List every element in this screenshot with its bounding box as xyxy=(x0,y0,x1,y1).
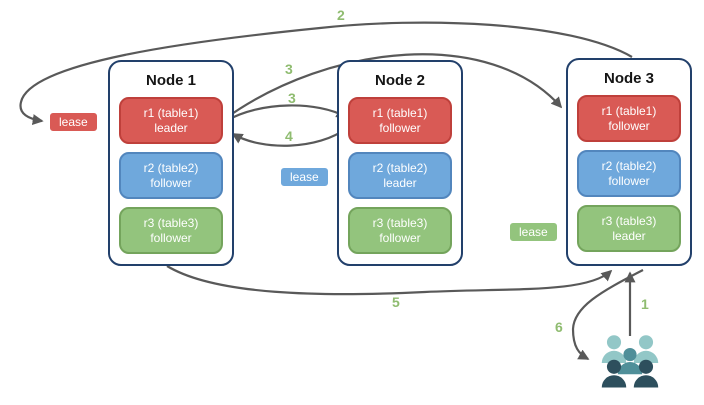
node-2-replica-r2: r2 (table2) leader xyxy=(348,152,452,199)
replica-name: r3 (table3) xyxy=(143,215,199,230)
node-3: Node 3 r1 (table1) follower r2 (table2) … xyxy=(566,58,692,266)
replica-name: r3 (table3) xyxy=(601,213,657,228)
replica-role: follower xyxy=(150,175,192,190)
replica-role: follower xyxy=(608,173,650,188)
replica-role: follower xyxy=(608,118,650,133)
node-1: Node 1 r1 (table1) leader r2 (table2) fo… xyxy=(108,60,234,266)
node-1-replica-r2: r2 (table2) follower xyxy=(119,152,223,199)
node-1-replica-r1: r1 (table1) leader xyxy=(119,97,223,144)
step-label-2: 2 xyxy=(337,7,345,23)
replica-role: follower xyxy=(379,230,421,245)
step-label-5: 5 xyxy=(392,294,400,310)
replica-name: r2 (table2) xyxy=(372,160,428,175)
node-2-replica-r3: r3 (table3) follower xyxy=(348,207,452,254)
step-label-3a: 3 xyxy=(285,61,293,77)
replica-name: r2 (table2) xyxy=(601,158,657,173)
replica-role: follower xyxy=(379,120,421,135)
replica-role: leader xyxy=(154,120,188,135)
lease-badge-r2: lease xyxy=(279,166,330,188)
arrow-step-3-to-node2 xyxy=(225,104,348,122)
node-3-title: Node 3 xyxy=(603,70,654,87)
step-label-6: 6 xyxy=(555,319,563,335)
node-2-title: Node 2 xyxy=(374,72,425,89)
replica-role: follower xyxy=(150,230,192,245)
replica-name: r1 (table1) xyxy=(372,105,428,120)
node-3-replica-r2: r2 (table2) follower xyxy=(577,150,681,197)
node-2-replica-r1: r1 (table1) follower xyxy=(348,97,452,144)
lease-badge-r3: lease xyxy=(508,221,559,243)
step-label-4: 4 xyxy=(285,128,293,144)
replica-role: leader xyxy=(383,175,417,190)
step-label-1: 1 xyxy=(641,296,649,312)
replica-role: leader xyxy=(612,228,646,243)
replica-name: r3 (table3) xyxy=(372,215,428,230)
users-group-icon xyxy=(598,331,662,395)
lease-badge-r1: lease xyxy=(48,111,99,133)
node-3-replica-r1: r1 (table1) follower xyxy=(577,95,681,142)
replica-name: r2 (table2) xyxy=(143,160,199,175)
replica-name: r1 (table1) xyxy=(143,105,199,120)
node-2: Node 2 r1 (table1) follower r2 (table2) … xyxy=(337,60,463,266)
node-3-replica-r3: r3 (table3) leader xyxy=(577,205,681,252)
arrow-step-5 xyxy=(166,265,613,296)
step-label-3b: 3 xyxy=(288,90,296,106)
node-1-replica-r3: r3 (table3) follower xyxy=(119,207,223,254)
node-1-title: Node 1 xyxy=(145,72,196,89)
replica-name: r1 (table1) xyxy=(601,103,657,118)
